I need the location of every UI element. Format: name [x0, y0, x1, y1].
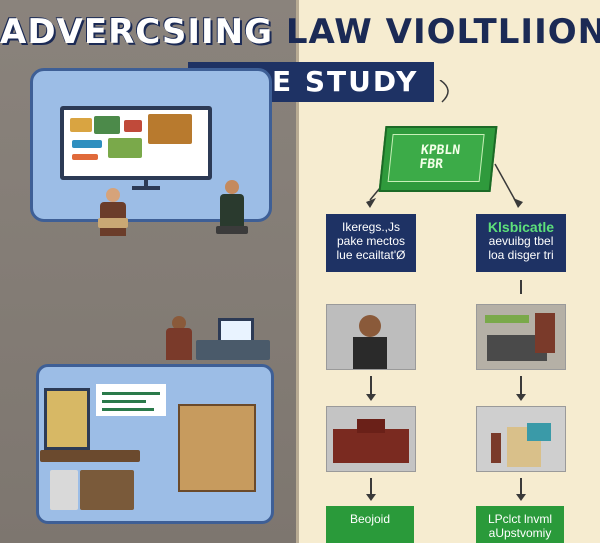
flow-card-right-line-1: Klsbicatle	[487, 219, 555, 235]
flow-card-right-line-3: loa disger tri	[488, 248, 554, 262]
arrow-right-3	[516, 494, 526, 501]
title-word-1: ADVERCSIING	[0, 12, 273, 52]
suspect-photo	[326, 304, 416, 370]
outcome-right-line-2: aUpstvomiy	[488, 526, 552, 540]
equipment-shelf	[196, 340, 270, 360]
outcome-card-left: Beojoid	[326, 506, 414, 543]
flow-branch-lines	[366, 80, 523, 208]
connector-right-2	[520, 376, 522, 396]
screen-base	[132, 186, 160, 190]
flow-card-left-line-1: Ikeregs.,Js	[341, 220, 401, 234]
flow-card-left: Ikeregs.,Js pake mectos lue ecailtat'Ø	[326, 214, 416, 272]
office-cabinet	[50, 470, 78, 510]
map-display	[44, 388, 90, 450]
info-board	[96, 384, 166, 416]
page-title: ADVERCSIING LAW VIOLTLIION	[0, 12, 600, 52]
connector-right-3	[520, 478, 522, 496]
connector-left-3	[370, 478, 372, 496]
connector-left-2	[370, 376, 372, 396]
flow-card-right-line-2: aevuibg tbel	[488, 234, 554, 248]
document-text-line-2: FBR	[418, 157, 444, 172]
wooden-shelves	[178, 404, 256, 492]
presentation-screen	[60, 106, 212, 180]
document-text-line-1: KPBLN	[420, 143, 461, 158]
flow-card-left-line-3: lue ecailtat'Ø	[336, 248, 406, 262]
screen-stand	[144, 176, 148, 188]
title-word-3: VIOLTLIION	[385, 12, 600, 52]
violation-document: KPBLN FBR	[378, 126, 498, 192]
evidence-photo	[476, 406, 566, 472]
office-counter	[80, 470, 134, 510]
panel-divider	[296, 0, 299, 543]
flow-card-left-line-2: pake mectos	[336, 234, 406, 248]
title-word-2: LAW	[285, 12, 373, 52]
desk-photo	[326, 406, 416, 472]
arrow-left-3	[366, 494, 376, 501]
outcome-card-right: LPclct lnvml aUpstvomiy	[476, 506, 564, 543]
outcome-left-line-1: Beojoid	[349, 512, 391, 526]
outcome-right-line-1: LPclct lnvml	[487, 512, 552, 526]
connector-right-1	[520, 280, 522, 294]
office-photo	[476, 304, 566, 370]
arrow-right-2	[516, 394, 526, 401]
arrow-left-2	[366, 394, 376, 401]
office-desk	[40, 450, 140, 462]
flow-card-right: Klsbicatle aevuibg tbel loa disger tri	[476, 214, 566, 272]
